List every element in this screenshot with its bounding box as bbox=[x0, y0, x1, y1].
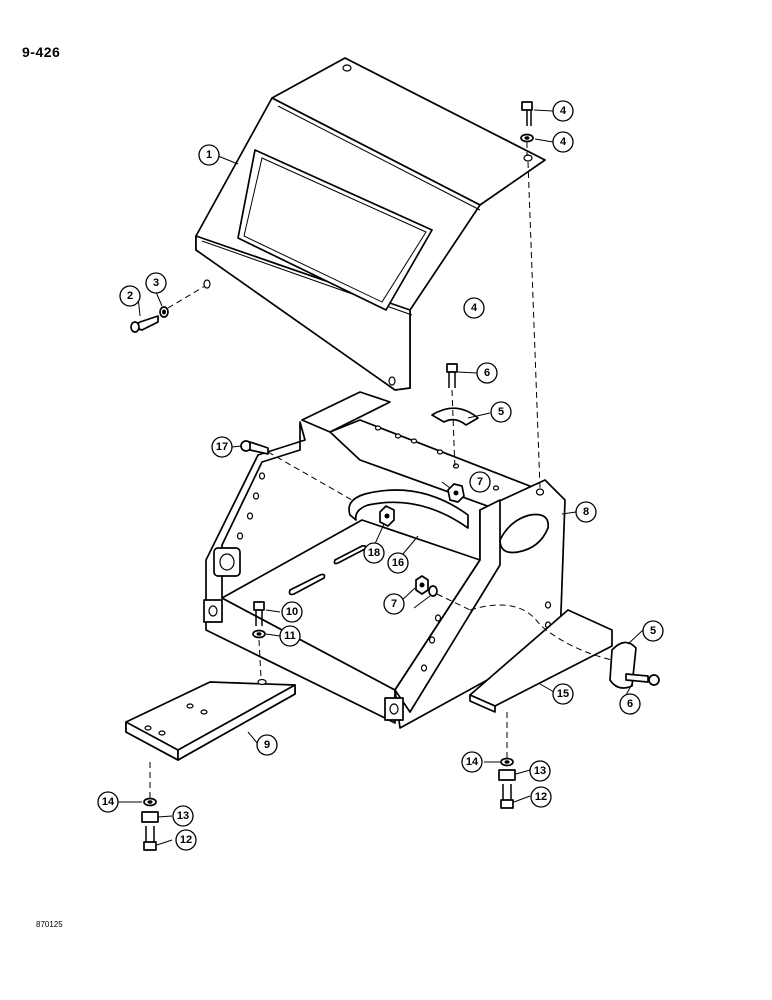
callout-circle bbox=[281, 601, 303, 623]
callout-circle bbox=[383, 593, 405, 615]
callout-circle bbox=[529, 760, 551, 782]
callout-label: 11 bbox=[284, 630, 296, 642]
bolt-17 bbox=[240, 440, 269, 455]
callout-label: 4 bbox=[471, 302, 478, 314]
callout-label: 15 bbox=[557, 688, 569, 700]
panel-cover bbox=[195, 57, 546, 391]
callout-label: 12 bbox=[535, 791, 547, 803]
callout-label: 13 bbox=[177, 810, 189, 822]
callout-label: 4 bbox=[560, 136, 567, 148]
callout-circle bbox=[387, 552, 409, 574]
callout-label: 5 bbox=[498, 406, 504, 418]
callout-label: 6 bbox=[627, 698, 633, 710]
page-number: 9-426 bbox=[22, 44, 61, 60]
callout-circle bbox=[145, 272, 167, 294]
callout-circle bbox=[552, 131, 574, 153]
callout-label: 4 bbox=[560, 105, 567, 117]
callout-circle bbox=[175, 829, 197, 851]
mounting-plate bbox=[125, 678, 296, 761]
callout-circle bbox=[469, 471, 491, 493]
nut-13-left bbox=[141, 811, 159, 823]
callout-label: 2 bbox=[127, 290, 133, 302]
callout-label: 6 bbox=[484, 367, 490, 379]
bolt-12-right bbox=[500, 784, 514, 809]
drawing-code: 870125 bbox=[36, 920, 63, 929]
callout-label: 12 bbox=[180, 834, 192, 846]
base-plate-edge bbox=[469, 694, 496, 713]
washer-4-lower bbox=[428, 585, 438, 597]
callout-label: 8 bbox=[583, 506, 589, 518]
nut-13-right bbox=[498, 769, 516, 781]
callout-circle bbox=[476, 362, 498, 384]
callout-circle bbox=[530, 786, 552, 808]
callout-circle bbox=[552, 100, 574, 122]
callout-label: 13 bbox=[534, 765, 546, 777]
callout-circle bbox=[619, 693, 641, 715]
callout-label: 17 bbox=[216, 441, 228, 453]
clamp-top bbox=[431, 407, 479, 426]
console-bracket bbox=[203, 391, 566, 729]
bolt-2 bbox=[130, 315, 159, 333]
callout-label: 10 bbox=[286, 606, 298, 618]
callout-circle bbox=[279, 625, 301, 647]
callout-label: 18 bbox=[368, 547, 380, 559]
bolt-6-right bbox=[625, 673, 660, 686]
curved-strap bbox=[348, 489, 469, 529]
callout-circle bbox=[642, 620, 664, 642]
bolt-10 bbox=[253, 601, 265, 626]
callout-circle bbox=[363, 542, 385, 564]
callout-circle bbox=[461, 751, 483, 773]
callout-circle bbox=[119, 285, 141, 307]
callout-circle bbox=[256, 734, 278, 756]
callout-label: 14 bbox=[466, 756, 479, 768]
callout-circle bbox=[172, 805, 194, 827]
callout-circle bbox=[211, 436, 233, 458]
callout-circle bbox=[552, 683, 574, 705]
callout-circle bbox=[490, 401, 512, 423]
callout-circle bbox=[463, 297, 485, 319]
callout-label: 7 bbox=[477, 476, 483, 488]
callout-label: 1 bbox=[206, 149, 212, 161]
callout-label: 5 bbox=[650, 625, 656, 637]
bolt-12-left bbox=[143, 826, 157, 851]
callout-label: 9 bbox=[264, 739, 270, 751]
callout-circle bbox=[97, 791, 119, 813]
callout-circle bbox=[198, 144, 220, 166]
callout-label: 7 bbox=[391, 598, 397, 610]
callout-circle bbox=[575, 501, 597, 523]
bolt-3 bbox=[521, 101, 533, 126]
callout-label: 3 bbox=[153, 277, 159, 289]
callout-label: 16 bbox=[392, 557, 404, 569]
callout-label: 14 bbox=[102, 796, 115, 808]
bolt-6-top bbox=[446, 363, 458, 388]
